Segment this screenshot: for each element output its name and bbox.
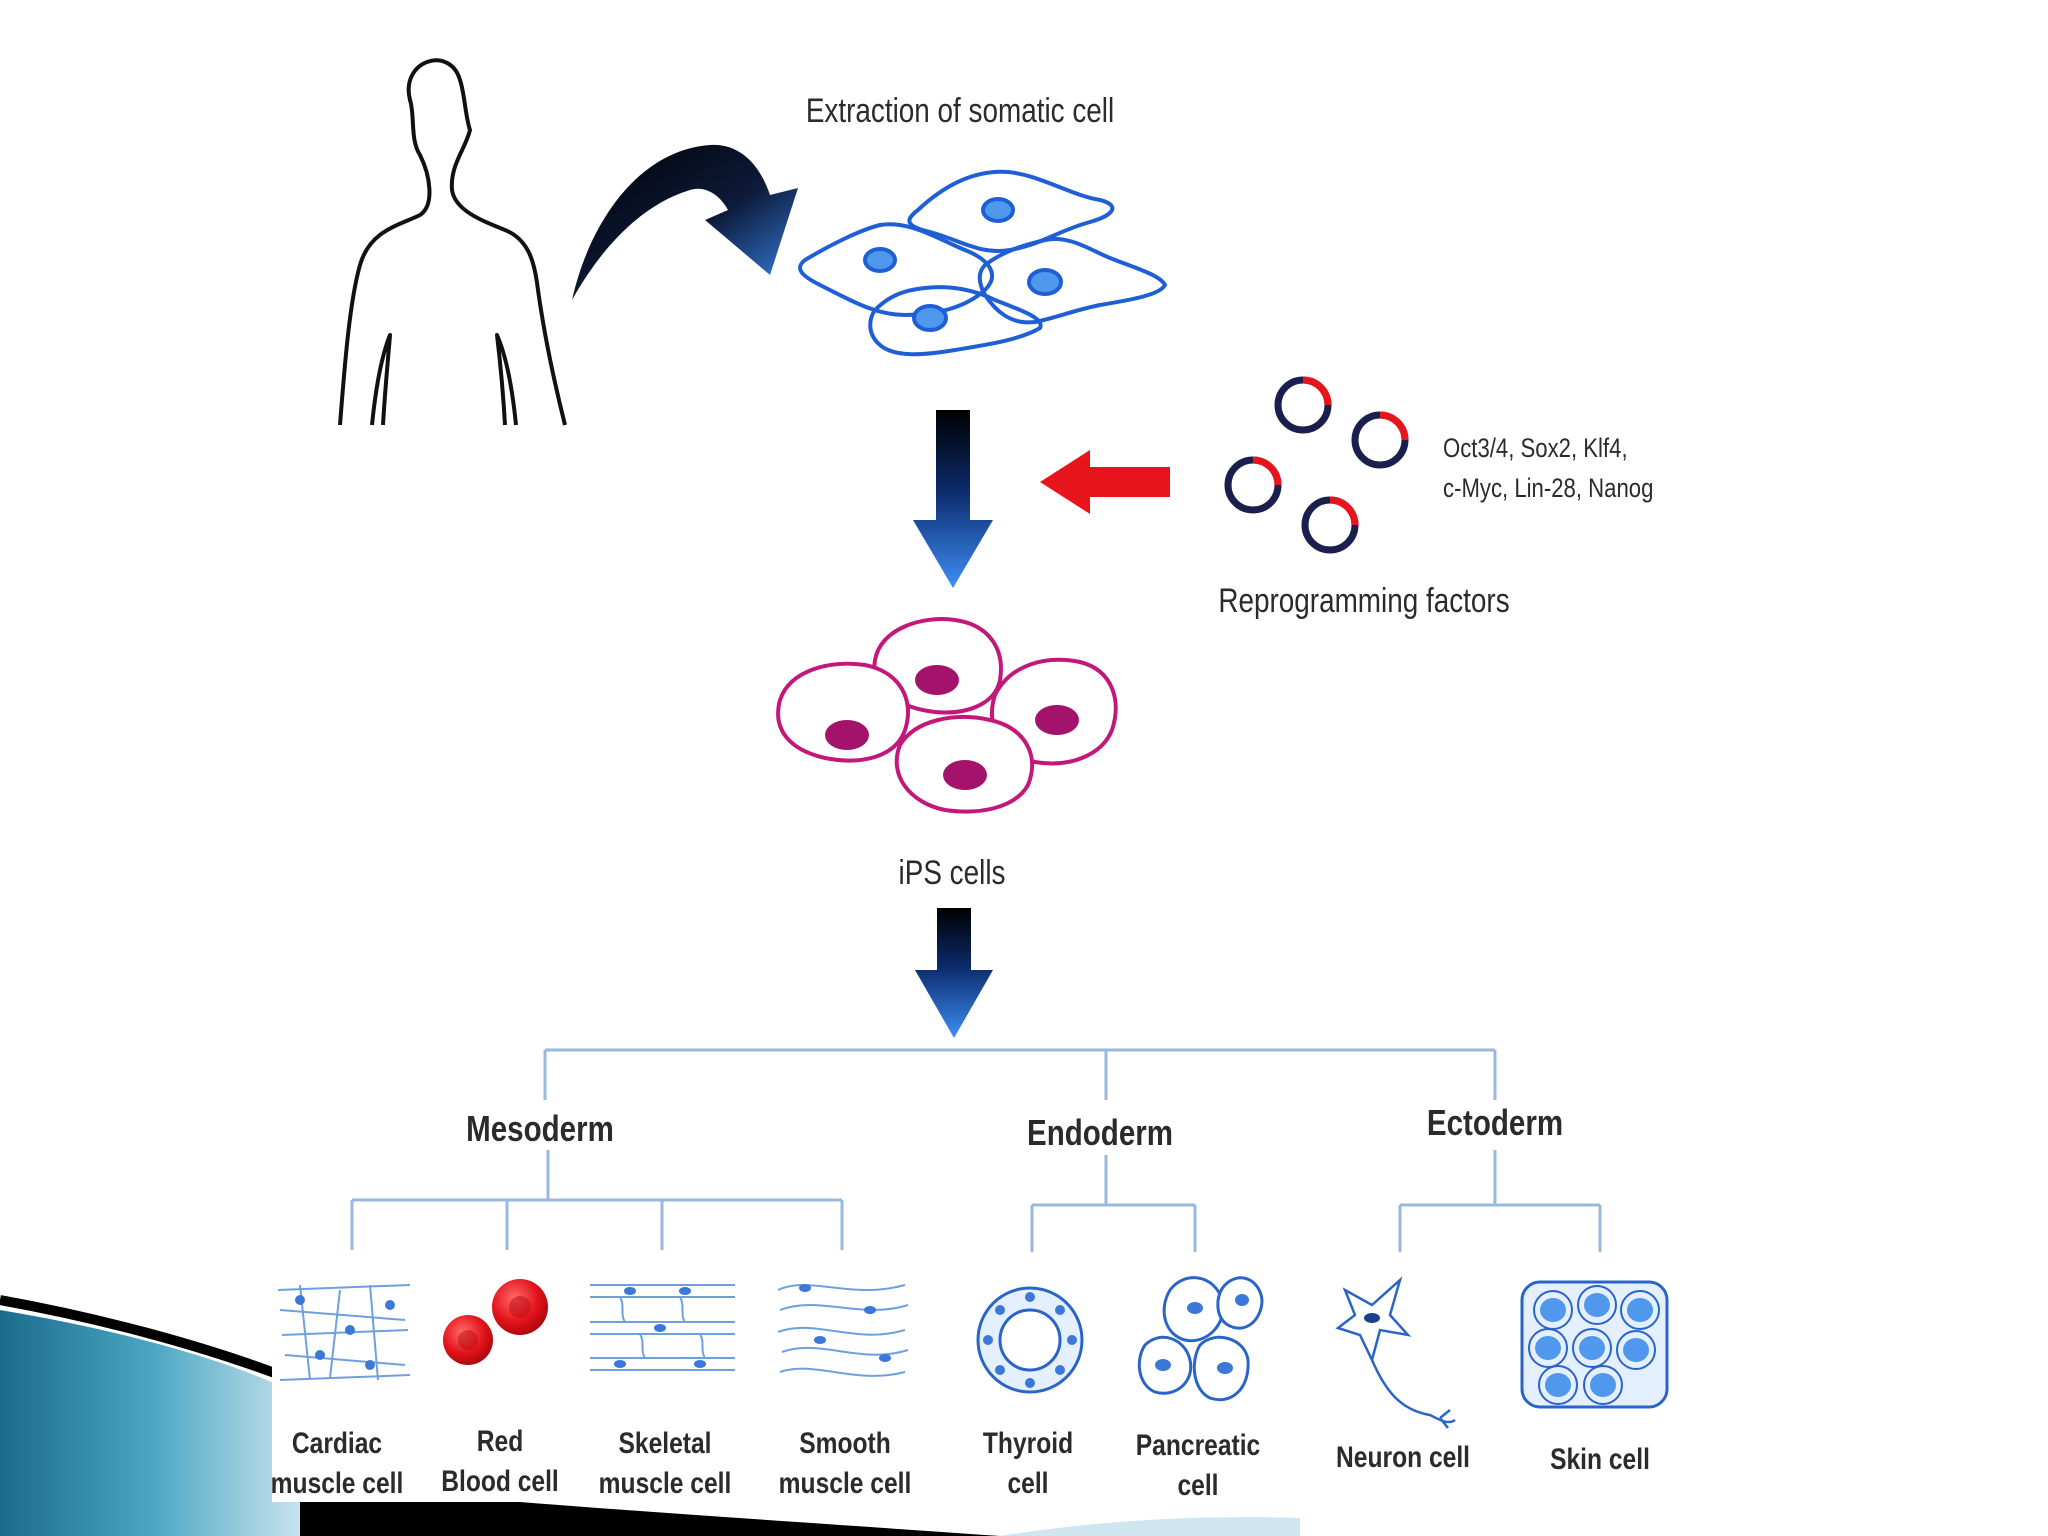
slide-swoosh	[0, 1295, 1300, 1536]
down-arrow-icon	[915, 908, 993, 1038]
factors-line-2: c-Myc, Lin-28, Nanog	[1443, 473, 1654, 503]
red-blood-cell-icon	[443, 1279, 548, 1365]
somatic-cells-icon	[798, 169, 1168, 357]
skin-cell-icon	[1520, 1280, 1669, 1409]
human-silhouette-icon	[338, 58, 567, 426]
neuron-cell-label: Neuron cell	[1336, 1441, 1470, 1474]
down-arrow-icon	[913, 410, 993, 588]
ectoderm-label: Ectoderm	[1426, 1102, 1564, 1143]
factors-list: Oct3/4, Sox2, Klf4, c-Myc, Lin-28, Nanog	[1443, 428, 1653, 508]
ips-cells-icon	[776, 617, 1118, 814]
endoderm-label: Endoderm	[1027, 1112, 1173, 1153]
mesoderm-label: Mesoderm	[466, 1108, 614, 1149]
red-arrow-icon	[1040, 450, 1170, 514]
skeletal-muscle-cell-label: Skeletal muscle cell	[598, 1427, 732, 1500]
smooth-muscle-cell-label: Smooth muscle cell	[778, 1427, 912, 1500]
pancreatic-cell-label: Pancreatic cell	[1135, 1429, 1261, 1502]
plasmids-icon	[1224, 376, 1409, 554]
skin-cell-label: Skin cell	[1550, 1443, 1650, 1476]
skeletal-muscle-cell-icon	[590, 1284, 735, 1371]
extraction-label: Extraction of somatic cell	[805, 92, 1115, 130]
lineage-tree	[350, 1048, 1602, 1265]
thyroid-cell-label: Thyroid cell	[982, 1427, 1074, 1500]
reprogramming-label: Reprogramming factors	[1218, 582, 1510, 620]
red-blood-cell-label: Red Blood cell	[441, 1425, 559, 1498]
pancreatic-cell-icon	[1137, 1276, 1264, 1402]
factors-line-1: Oct3/4, Sox2, Klf4,	[1443, 433, 1628, 463]
neuron-cell-icon	[1335, 1276, 1456, 1429]
curved-arrow-icon	[572, 144, 798, 300]
thyroid-cell-icon	[976, 1286, 1084, 1394]
cardiac-cell-icon	[277, 1284, 411, 1381]
smooth-muscle-cell-icon	[777, 1284, 909, 1377]
cardiac-cell-label: Cardiac muscle cell	[270, 1427, 404, 1500]
ips-label: iPS cells	[898, 854, 1006, 892]
